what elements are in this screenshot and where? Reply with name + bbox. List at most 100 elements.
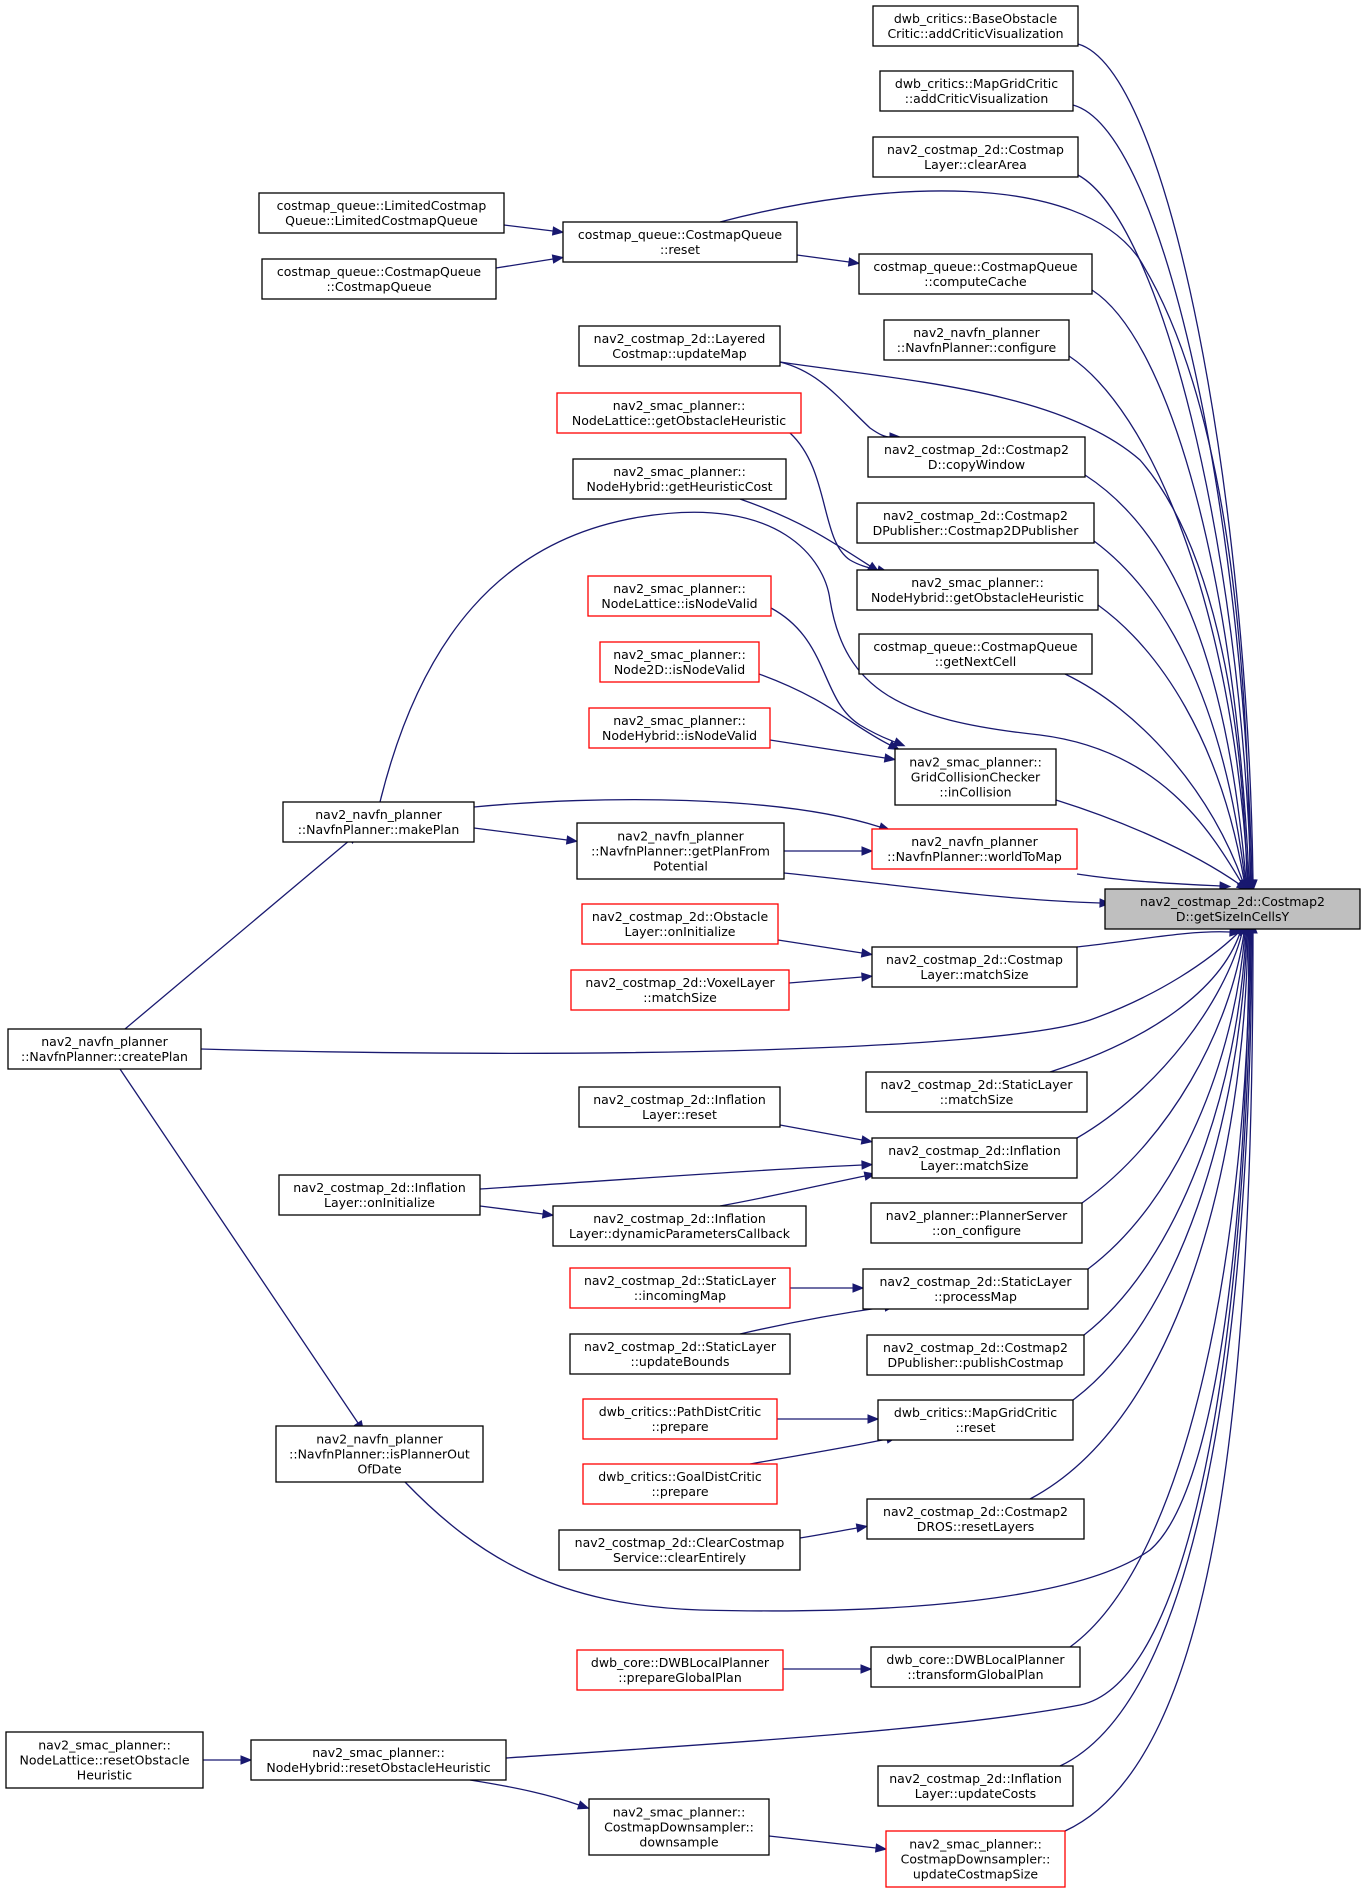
node-label-line: ::on_configure — [932, 1223, 1021, 1238]
node-n-nh-resetobsheur[interactable]: nav2_smac_planner::NodeHybrid::resetObst… — [250, 1739, 507, 1781]
node-label-line: ::matchSize — [643, 990, 717, 1005]
node-box — [867, 436, 1086, 478]
node-box — [883, 319, 1070, 361]
edge-line — [768, 1835, 877, 1849]
node-box — [871, 828, 1078, 870]
node-n-il-matchsize[interactable]: nav2_costmap_2d::InflationLayer::matchSi… — [871, 1137, 1078, 1179]
node-n-dwb-transform[interactable]: dwb_core::DWBLocalPlanner::transformGlob… — [870, 1646, 1081, 1688]
edge-line — [779, 1124, 863, 1141]
edge-n_nh_isnodevalid-to-n_gcc_incollision — [769, 739, 897, 763]
node-box — [856, 502, 1095, 544]
edge-n_il_updatecosts-to-target — [1059, 921, 1257, 1767]
edge-n_nh_resetobsheur-to-n_cd_downsample — [469, 1779, 590, 1810]
node-n-getplanfrompotential[interactable]: nav2_navfn_planner::NavfnPlanner::getPla… — [576, 822, 785, 880]
node-n-cq-computecache[interactable]: costmap_queue::CostmapQueue::computeCach… — [858, 253, 1093, 295]
node-n-c2dros-resetlayers[interactable]: nav2_costmap_2d::Costmap2DROS::resetLaye… — [866, 1498, 1085, 1540]
node-n-sl-incomingmap[interactable]: nav2_costmap_2d::StaticLayer::incomingMa… — [569, 1267, 791, 1309]
node-label-line: NodeLattice::isNodeValid — [601, 596, 757, 611]
node-n-cq-reset[interactable]: costmap_queue::CostmapQueue::reset — [562, 221, 798, 263]
node-box — [570, 969, 790, 1011]
node-n-ccs-clearentirely[interactable]: nav2_costmap_2d::ClearCostmapService::cl… — [558, 1529, 801, 1571]
node-n-dwb-prepareglobal[interactable]: dwb_core::DWBLocalPlanner::prepareGlobal… — [576, 1649, 784, 1691]
node-n-il-dynparams[interactable]: nav2_costmap_2d::InflationLayer::dynamic… — [552, 1205, 807, 1247]
node-n-sl-processmap[interactable]: nav2_costmap_2d::StaticLayer::processMap — [862, 1268, 1089, 1310]
node-n-nh-isnodevalid[interactable]: nav2_smac_planner::NodeHybrid::isNodeVal… — [588, 707, 771, 749]
node-n-lc-updatemap[interactable]: nav2_costmap_2d::LayeredCostmap::updateM… — [578, 325, 781, 367]
node-box — [562, 221, 798, 263]
node-n-createplan[interactable]: nav2_navfn_planner::NavfnPlanner::create… — [7, 1028, 202, 1070]
edge-line — [473, 827, 568, 841]
node-label-line: Layer::matchSize — [920, 967, 1029, 982]
node-n-ol-oninitialize[interactable]: nav2_costmap_2d::ObstacleLayer::onInitia… — [581, 903, 779, 945]
node-n-c2dp-publish[interactable]: nav2_costmap_2d::Costmap2DPublisher::pub… — [866, 1334, 1085, 1376]
node-n-n2d-isnodevalid[interactable]: nav2_smac_planner::Node2D::isNodeValid — [599, 641, 760, 683]
node-box — [558, 1529, 801, 1571]
node-box — [872, 136, 1079, 178]
node-n-il-updatecosts[interactable]: nav2_costmap_2d::InflationLayer::updateC… — [877, 1765, 1074, 1807]
edge-line — [1049, 932, 1241, 1073]
node-n-vl-matchsize[interactable]: nav2_costmap_2d::VoxelLayer::matchSize — [570, 969, 790, 1011]
node-box — [858, 633, 1093, 675]
node-n-worldtomap[interactable]: nav2_navfn_planner::NavfnPlanner::worldT… — [871, 828, 1078, 870]
node-n-nl-isnodevalid[interactable]: nav2_smac_planner::NodeLattice::isNodeVa… — [587, 575, 772, 617]
node-n-cq-getnextcell[interactable]: costmap_queue::CostmapQueue::getNextCell — [858, 633, 1093, 675]
node-n-ps-onconfigure[interactable]: nav2_planner::PlannerServer::on_configur… — [870, 1202, 1083, 1244]
edge-line — [749, 1438, 888, 1465]
edge-line — [1064, 673, 1244, 883]
node-box — [587, 575, 772, 617]
edge-line — [505, 932, 1252, 1759]
edge-n_il_oninitialize-to-n_il_matchsize — [479, 1160, 874, 1190]
edge-n_cq_ctor-to-n_cq_reset — [495, 254, 565, 269]
node-n-makeplan[interactable]: nav2_navfn_planner::NavfnPlanner::makePl… — [282, 801, 475, 843]
node-box — [865, 1071, 1088, 1113]
node-n-sl-updatebounds[interactable]: nav2_costmap_2d::StaticLayer::updateBoun… — [569, 1333, 791, 1375]
node-n-base-obstacle[interactable]: dwb_critics::BaseObstacleCritic::addCrit… — [872, 5, 1079, 47]
edge-line — [770, 607, 896, 743]
node-target[interactable]: nav2_costmap_2d::Costmap2D::getSizeInCel… — [1104, 888, 1361, 930]
node-n-mgc-reset[interactable]: dwb_critics::MapGridCritic::reset — [877, 1399, 1074, 1441]
node-label-line: nav2_costmap_2d::Costmap2 — [883, 1340, 1068, 1355]
node-label-line: nav2_planner::PlannerServer — [886, 1208, 1068, 1223]
node-n-nl-resetobsheur[interactable]: nav2_smac_planner::NodeLattice::resetObs… — [5, 1731, 204, 1789]
node-label-line: Layer::onInitialize — [625, 924, 736, 939]
node-n-lcq-ctor[interactable]: costmap_queue::LimitedCostmapQueue::Limi… — [258, 192, 505, 234]
node-label-line: nav2_costmap_2d::Costmap2 — [1140, 894, 1325, 909]
edge-line — [495, 258, 554, 269]
node-n-gcc-incollision[interactable]: nav2_smac_planner::GridCollisionChecker:… — [894, 748, 1057, 806]
node-label-line: costmap_queue::LimitedCostmap — [277, 198, 487, 213]
node-n-pdc-prepare[interactable]: dwb_critics::PathDistCritic::prepare — [582, 1398, 778, 1440]
node-n-cq-ctor[interactable]: costmap_queue::CostmapQueue::CostmapQueu… — [261, 258, 497, 300]
node-n-il-oninitialize[interactable]: nav2_costmap_2d::InflationLayer::onIniti… — [278, 1174, 481, 1216]
edge-arrowhead — [541, 1209, 555, 1219]
node-n-copywindow[interactable]: nav2_costmap_2d::Costmap2D::copyWindow — [867, 436, 1086, 478]
node-n-cd-downsample[interactable]: nav2_smac_planner::CostmapDownsampler::d… — [588, 1798, 770, 1856]
node-n-mapgrid-addviz[interactable]: dwb_critics::MapGridCritic::addCriticVis… — [879, 70, 1074, 112]
node-n-navfn-configure[interactable]: nav2_navfn_planner::NavfnPlanner::config… — [883, 319, 1070, 361]
node-n-nl-getobsheur[interactable]: nav2_smac_planner::NodeLattice::getObsta… — [556, 392, 802, 434]
node-label-line: NodeLattice::getObstacleHeuristic — [572, 413, 786, 428]
node-label-line: nav2_navfn_planner — [41, 1034, 168, 1049]
edge-line — [1076, 932, 1243, 1139]
node-label-line: ::CostmapQueue — [326, 279, 431, 294]
edge-arrowhead — [855, 1523, 869, 1533]
node-n-nh-getheurcost[interactable]: nav2_smac_planner::NodeHybrid::getHeuris… — [572, 458, 787, 500]
node-n-cd-updatecostmapsize[interactable]: nav2_smac_planner::CostmapDownsampler::u… — [885, 1830, 1066, 1888]
node-n-gdc-prepare[interactable]: dwb_critics::GoalDistCritic::prepare — [582, 1463, 778, 1505]
node-n-isplanneroutofdate[interactable]: nav2_navfn_planner::NavfnPlanner::isPlan… — [275, 1425, 484, 1483]
node-n-nh-getobsheur[interactable]: nav2_smac_planner::NodeHybrid::getObstac… — [856, 569, 1099, 611]
node-label-line: costmap_queue::CostmapQueue — [873, 259, 1077, 274]
node-label-line: dwb_core::DWBLocalPlanner — [886, 1652, 1065, 1667]
edge-n_cd_updatecostmapsize-to-target — [1064, 921, 1258, 1832]
node-label-line: DPublisher::Costmap2DPublisher — [873, 523, 1080, 538]
node-box — [572, 458, 787, 500]
node-label-line: Node2D::isNodeValid — [614, 662, 745, 677]
edge-line — [1077, 43, 1254, 881]
node-n-sl-matchsize[interactable]: nav2_costmap_2d::StaticLayer::matchSize — [865, 1071, 1088, 1113]
node-label-line: dwb_critics::BaseObstacle — [894, 11, 1058, 26]
edge-n_navfn_configure-to-target — [1068, 355, 1253, 892]
node-n-c2dpublisher[interactable]: nav2_costmap_2d::Costmap2DPublisher::Cos… — [856, 502, 1095, 544]
edge-arrowhead — [892, 737, 906, 747]
